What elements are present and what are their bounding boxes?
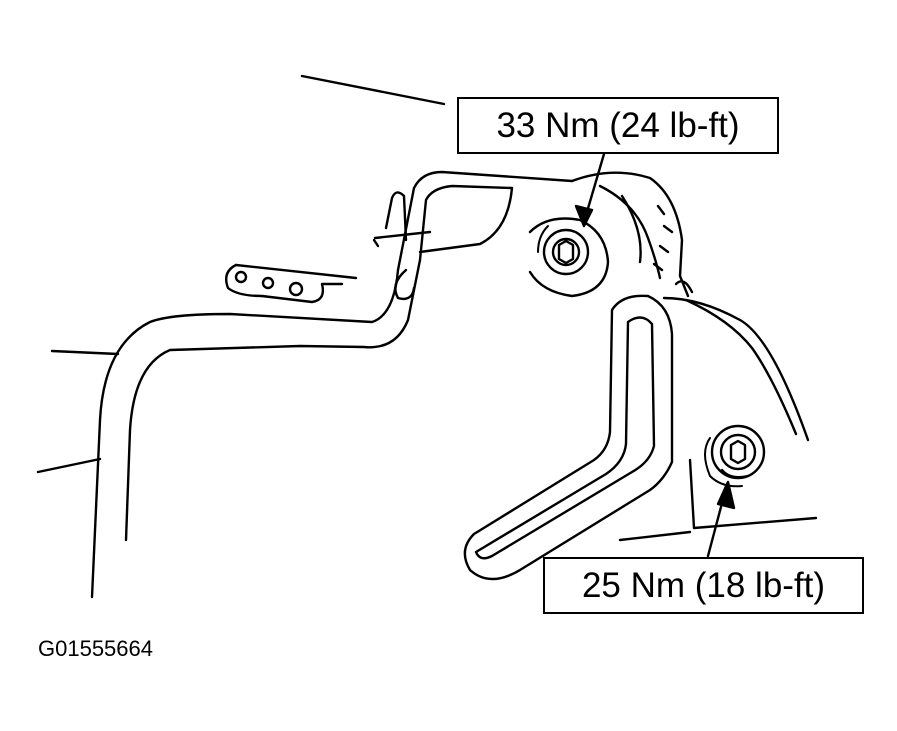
upper-bolt [528, 217, 610, 298]
seat-frame-outline [90, 170, 574, 599]
hinge-bracket [225, 263, 358, 304]
slotted-arm [463, 294, 818, 581]
upper-bolt-torque-callout: 33 Nm (24 lb-ft) [457, 97, 779, 154]
bracket-hole-1 [234, 270, 248, 284]
arrow-lower-bolt [706, 480, 736, 558]
bracket-hole-2 [261, 276, 275, 290]
figure-id: G01555664 [38, 636, 153, 661]
arrow-upper-bolt [574, 152, 606, 228]
lower-bolt-torque-callout: 25 Nm (18 lb-ft) [543, 557, 864, 614]
recliner-housing [570, 171, 810, 442]
bracket-hole-3 [288, 281, 304, 297]
lower-bolt [704, 424, 766, 488]
leader-lines [36, 74, 446, 474]
